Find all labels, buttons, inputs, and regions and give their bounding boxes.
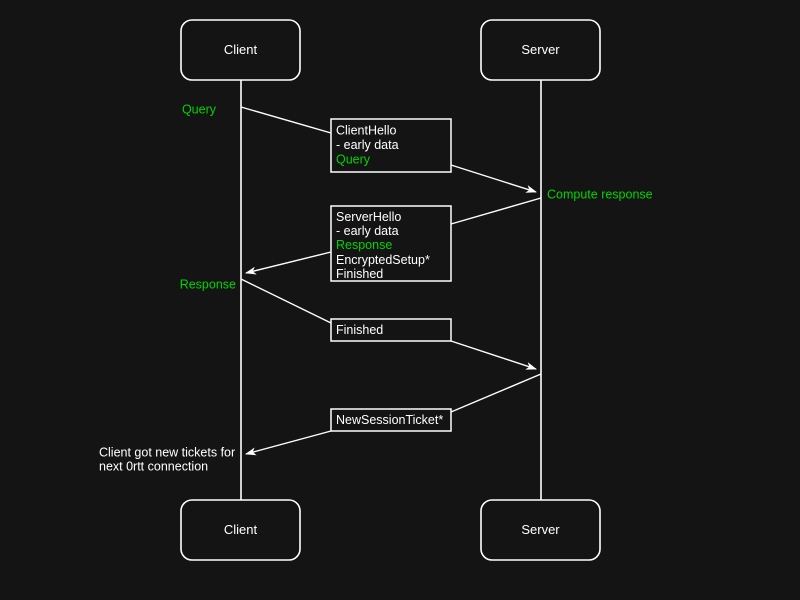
message-box-newsessionticket[interactable]: NewSessionTicket* xyxy=(330,408,452,432)
message-box-serverhello[interactable]: ServerHello - early data Response Encryp… xyxy=(330,205,452,282)
message-box-serverhello-line-3: Response xyxy=(336,238,392,252)
actor-box-server-bottom-label: Server xyxy=(521,522,560,537)
message-line-client-to-finished xyxy=(240,278,332,324)
message-line-server-to-newsessionticket xyxy=(450,373,542,413)
actor-box-client-top-rect xyxy=(180,19,301,81)
message-box-clienthello-rect xyxy=(330,118,452,173)
message-box-finished-line-1: Finished xyxy=(336,323,383,337)
message-box-serverhello-line-1: ServerHello xyxy=(336,210,401,224)
actor-box-server-bottom[interactable]: Server xyxy=(480,499,601,561)
message-line-client-to-clienthello xyxy=(240,106,332,134)
message-arrow-newsessionticket-to-client xyxy=(245,430,332,456)
message-box-serverhello-line-5: Finished xyxy=(336,267,383,281)
actor-box-client-bottom-rect xyxy=(180,499,301,561)
actor-box-server-bottom-rect xyxy=(480,499,601,561)
actor-box-server-top-rect xyxy=(480,19,601,81)
message-box-serverhello-line-2: - early data xyxy=(336,224,399,238)
message-arrow-clienthello-to-server xyxy=(450,164,537,193)
message-box-finished-rect xyxy=(330,318,452,342)
message-box-newsessionticket-line-1: NewSessionTicket* xyxy=(336,413,443,427)
note-new-tickets-line-1: Client got new tickets for xyxy=(99,445,235,459)
actor-box-server-top[interactable]: Server xyxy=(480,19,601,81)
message-box-serverhello-line-4: EncryptedSetup* xyxy=(336,253,430,267)
message-arrow-serverhello-to-client xyxy=(245,251,332,275)
message-line-server-to-serverhello xyxy=(450,197,542,225)
note-response: Response xyxy=(180,277,236,291)
note-compute-response: Compute response xyxy=(547,187,653,201)
message-box-clienthello-line-2: - early data xyxy=(336,138,399,152)
actor-box-client-bottom-label: Client xyxy=(224,522,258,537)
actor-box-server-top-label: Server xyxy=(521,42,560,57)
message-box-newsessionticket-rect xyxy=(330,408,452,432)
message-arrow-finished-to-server xyxy=(450,340,537,370)
actor-box-client-top[interactable]: Client xyxy=(180,19,301,81)
message-box-clienthello-line-1: ClientHello xyxy=(336,123,396,137)
note-new-tickets-line-2: next 0rtt connection xyxy=(99,459,208,473)
message-box-serverhello-rect xyxy=(330,205,452,282)
message-box-finished[interactable]: Finished xyxy=(330,318,452,342)
actor-box-client-top-label: Client xyxy=(224,42,258,57)
actor-box-client-bottom[interactable]: Client xyxy=(180,499,301,561)
message-box-clienthello[interactable]: ClientHello - early data Query xyxy=(330,118,452,173)
note-query: Query xyxy=(182,102,217,116)
message-box-clienthello-line-3: Query xyxy=(336,152,371,166)
